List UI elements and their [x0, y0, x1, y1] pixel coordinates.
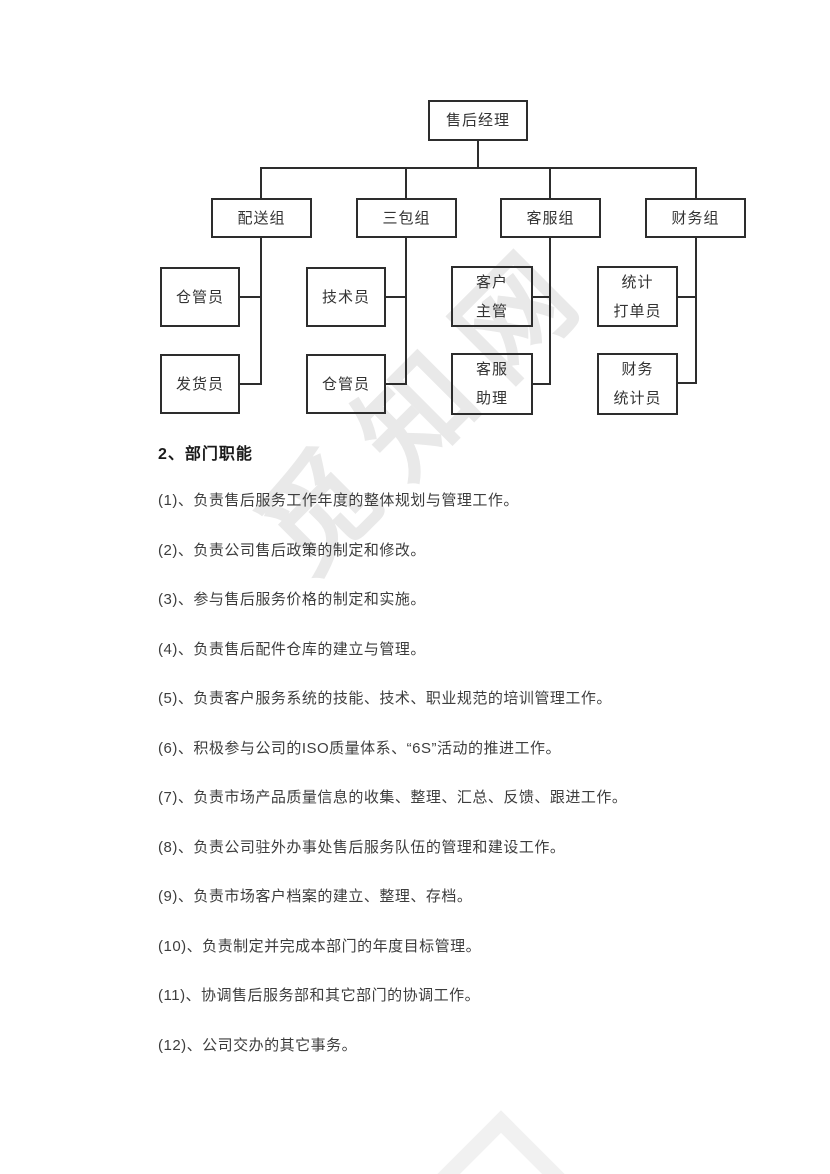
function-item-2: (2)、负责公司售后政策的制定和修改。 — [158, 541, 426, 559]
watermark-corner-diamond: 觅 — [372, 1110, 630, 1174]
function-item-11: (11)、协调售后服务部和其它部门的协调工作。 — [158, 987, 481, 1004]
org-box-stats-order-clerk: 统计 打单员 — [597, 266, 678, 327]
function-items-list: (1)、负责售后服务工作年度的整体规划与管理工作。 (2)、负责公司售后政策的制… — [158, 490, 738, 1084]
function-item-5: (5)、负责客户服务系统的技能、技术、职业规范的培训管理工作。 — [158, 690, 612, 707]
org-chart: 售后经理 配送组 三包组 客服组 财务组 仓管员 发货员 技术员 仓管员 客户 … — [0, 0, 830, 440]
function-item-4: (4)、负责售后配件仓库的建立与管理。 — [158, 640, 426, 658]
org-box-root: 售后经理 — [428, 100, 528, 141]
org-box-group-customer-service: 客服组 — [500, 198, 601, 238]
org-box-technician: 技术员 — [306, 267, 386, 327]
org-box-group-delivery: 配送组 — [211, 198, 312, 238]
function-item-8: (8)、负责公司驻外办事处售后服务队伍的管理和建设工作。 — [158, 838, 566, 856]
org-box-shipper: 发货员 — [160, 354, 240, 414]
function-item-6: (6)、积极参与公司的ISO质量体系、“6S”活动的推进工作。 — [158, 739, 562, 757]
org-box-warehouse-keeper-1: 仓管员 — [160, 267, 240, 327]
function-item-10: (10)、负责制定并完成本部门的年度目标管理。 — [158, 937, 482, 955]
org-box-finance-statistician: 财务 统计员 — [597, 353, 678, 415]
function-item-1: (1)、负责售后服务工作年度的整体规划与管理工作。 — [158, 492, 519, 509]
org-box-group-warranty: 三包组 — [356, 198, 457, 238]
org-chart-connectors — [240, 140, 697, 385]
org-box-service-assistant: 客服 助理 — [451, 353, 533, 415]
function-item-12: (12)、公司交办的其它事务。 — [158, 1036, 358, 1054]
function-item-7: (7)、负责市场产品质量信息的收集、整理、汇总、反馈、跟进工作。 — [158, 789, 628, 806]
section-heading: 2、部门职能 — [158, 446, 253, 463]
org-box-warehouse-keeper-2: 仓管员 — [306, 354, 386, 414]
org-box-group-finance: 财务组 — [645, 198, 746, 238]
function-item-9: (9)、负责市场客户档案的建立、整理、存档。 — [158, 888, 473, 905]
org-box-customer-supervisor: 客户 主管 — [451, 266, 533, 327]
function-item-3: (3)、参与售后服务价格的制定和实施。 — [158, 591, 426, 608]
